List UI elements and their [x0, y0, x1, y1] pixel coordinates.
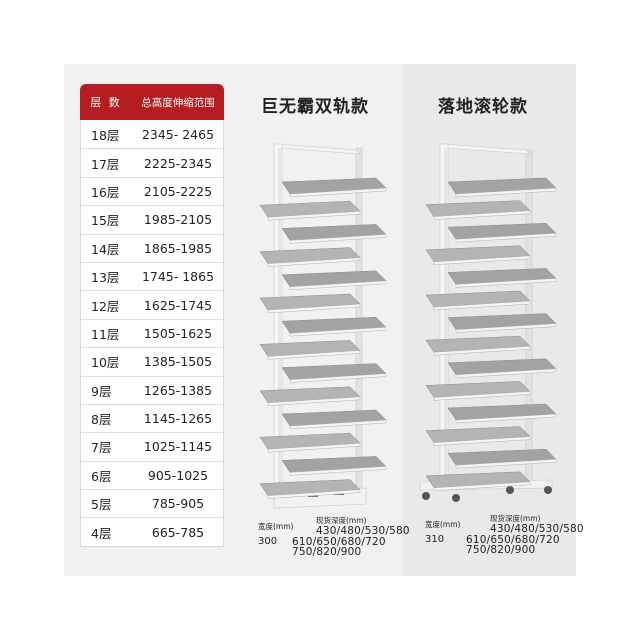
rack-shelf [447, 268, 557, 288]
rack-shelf [425, 290, 531, 311]
row-layer: 6层 [91, 468, 112, 484]
floor-wheel-rack-image [419, 143, 557, 502]
rack-shelf [425, 245, 531, 266]
left-depth-line1: 430/480/530/580 [316, 525, 410, 537]
left-width-spec: 宽度(mm) 300 [258, 521, 293, 547]
right-width-value: 310 [425, 534, 445, 545]
table-row: 7层 1025-1145 [81, 432, 223, 460]
table-row: 4层 665-785 [81, 517, 223, 545]
table-row: 10层 1385-1505 [81, 347, 223, 375]
rack-shelf [281, 316, 387, 337]
table-row: 8层 1145-1265 [81, 403, 223, 432]
row-layer: 8层 [91, 412, 112, 428]
row-layer: 9层 [91, 383, 112, 399]
table-row: 12层 1625-1745 [81, 290, 223, 318]
left-depth-label: 现货深度(mm) [316, 516, 367, 525]
row-range: 1145-1265 [143, 411, 213, 427]
row-range: 1865-1985 [143, 240, 213, 256]
left-depth-spec: 现货深度(mm) 430/480/530/580 610/650/680/720… [292, 515, 410, 558]
rack-shelf [425, 426, 531, 446]
rack-shelf [259, 479, 361, 499]
rack-shelf [281, 270, 387, 291]
rack-shelf [259, 247, 361, 267]
rack-shelf [425, 335, 531, 356]
right-depth-line3: 750/820/900 [466, 544, 536, 556]
left-variant-title: 巨无霸双轨款 [261, 97, 369, 117]
row-layer: 7层 [91, 440, 112, 456]
rack-shelf [281, 456, 387, 476]
right-depth-line2: 610/650/680/720 [466, 533, 560, 546]
table-header: 层 数 总高度伸缩范围 [80, 84, 224, 120]
row-layer: 15层 [91, 213, 120, 229]
row-range: 1745- 1865 [141, 269, 215, 285]
table-row: 11层 1505-1625 [81, 318, 223, 347]
right-width-label: 宽度(mm) [425, 520, 461, 529]
rack-shelf [447, 403, 557, 424]
row-layer: 4层 [91, 525, 112, 541]
rack-shelf [281, 177, 387, 198]
header-range: 总高度伸缩范围 [141, 96, 215, 109]
row-range: 905-1025 [147, 467, 209, 483]
row-range: 1625-1745 [143, 297, 213, 313]
row-layer: 16层 [91, 184, 120, 200]
row-layer: 5层 [91, 497, 112, 513]
rack-shelf [425, 471, 531, 492]
row-range: 785-905 [151, 496, 205, 512]
rack-shelf [259, 340, 361, 360]
left-width-value: 300 [258, 536, 278, 547]
rack-shelf [447, 313, 557, 333]
row-range: 665-785 [151, 524, 205, 540]
table-row: 17层 2225-2345 [81, 148, 223, 176]
dual-rail-rack-image [259, 143, 387, 509]
rack-shelf [259, 293, 361, 314]
rack-shelf [281, 363, 387, 383]
left-depth-line2: 610/650/680/720 [292, 535, 386, 548]
rack-shelf [281, 224, 387, 244]
rack-shelf [259, 432, 361, 453]
rack-shelf [425, 381, 531, 401]
table-row: 13层 1745- 1865 [81, 261, 223, 290]
table-row: 18层 2345- 2465 [81, 120, 223, 148]
table-row: 9层 1265-1385 [81, 375, 223, 404]
row-range: 1385-1505 [143, 354, 213, 370]
row-range: 2105-2225 [143, 183, 213, 199]
right-depth-spec: 现货深度(mm) 430/480/530/580 610/650/680/720… [466, 513, 584, 556]
rack-shelf [259, 386, 361, 407]
rack-shelf [447, 358, 557, 379]
table-row: 5层 785-905 [81, 489, 223, 517]
header-layer: 层 数 [90, 96, 122, 109]
rack-shelf [447, 177, 557, 198]
right-depth-label: 现货深度(mm) [490, 514, 541, 523]
row-range: 1265-1385 [143, 382, 213, 398]
row-layer: 18层 [91, 127, 120, 143]
table-row: 15层 1985-2105 [81, 205, 223, 233]
right-depth-line1: 430/480/530/580 [490, 523, 584, 535]
row-range: 1505-1625 [143, 325, 213, 341]
table-row: 16层 2105-2225 [81, 176, 223, 205]
rack-shelf [281, 409, 387, 430]
height-range-table: 层 数 总高度伸缩范围 18层 2345- 2465 17层 2225-2345 16层… [80, 84, 224, 547]
table-row: 14层 1865-1985 [81, 233, 223, 262]
row-layer: 10层 [91, 355, 120, 371]
row-range: 2345- 2465 [141, 126, 215, 142]
table-row: 6层 905-1025 [81, 460, 223, 489]
rack-shelf [447, 448, 557, 469]
left-width-label: 宽度(mm) [258, 522, 294, 531]
row-range: 1025-1145 [143, 439, 213, 455]
rack-shelf [425, 200, 531, 220]
row-range: 1985-2105 [143, 212, 213, 228]
row-layer: 11层 [91, 326, 120, 342]
rack-shelf [259, 200, 361, 221]
rack-shelf [447, 222, 557, 243]
table-body: 18层 2345- 2465 17层 2225-2345 16层 2105-2225 15层… [80, 120, 224, 547]
row-layer: 14层 [91, 241, 120, 257]
row-layer: 17层 [91, 156, 120, 172]
left-depth-line3: 750/820/900 [292, 546, 362, 558]
right-width-spec: 宽度(mm) 310 [425, 519, 460, 545]
row-layer: 12层 [91, 298, 120, 314]
right-variant-title: 落地滚轮款 [438, 97, 528, 117]
row-range: 2225-2345 [143, 155, 213, 171]
row-layer: 13层 [91, 270, 120, 286]
